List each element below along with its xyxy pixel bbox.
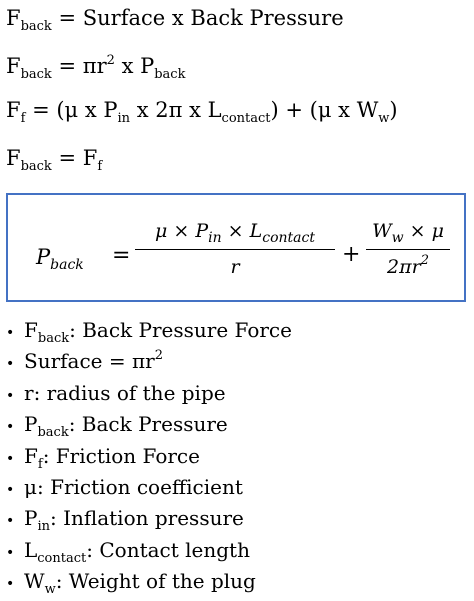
- fraction1-numerator: μ × Pin × Lcontact: [135, 218, 335, 246]
- eq3-p4: ): [389, 98, 398, 122]
- glossary-symbol: W: [24, 569, 45, 594]
- eq4-rhs-pre: = F: [58, 146, 98, 170]
- glossary-item: • Pback: Back Pressure: [6, 409, 292, 440]
- eq2-rhs-pre: = πr: [58, 54, 107, 78]
- eq3-s3: w: [378, 111, 390, 126]
- fraction2-denominator: 2πr2: [366, 254, 450, 280]
- eq2-lhs: F: [6, 54, 21, 78]
- equation-back-force-area: Fback = πr2 x Pback: [6, 53, 185, 81]
- glossary-symbol: L: [24, 537, 38, 562]
- eq3-lhs: F: [6, 98, 21, 122]
- eq1-lhs: F: [6, 6, 21, 30]
- f2-den-a: 2πr: [387, 256, 421, 278]
- glossary-description: : Weight of the plug: [55, 569, 256, 594]
- f2-num-sub: w: [391, 230, 404, 246]
- bullet-icon: •: [6, 481, 15, 498]
- f1-num-b: × L: [221, 220, 263, 242]
- glossary-symbol-sub: back: [37, 425, 69, 441]
- f2-num-a: W: [372, 220, 392, 242]
- f1-num-sub2: contact: [262, 230, 315, 246]
- glossary-symbol-sub: contact: [37, 550, 87, 566]
- fraction2-numerator: Ww × μ: [366, 218, 450, 246]
- equation-balance: Fback = Ff: [6, 146, 102, 173]
- f2-den-sup: 2: [420, 253, 429, 268]
- eq2-rhs-sup: 2: [106, 53, 115, 68]
- glossary-description: : Contact length: [86, 537, 250, 562]
- glossary-symbol: P: [24, 506, 38, 531]
- bullet-icon: •: [6, 544, 15, 561]
- glossary-description: : Inflation pressure: [50, 506, 244, 531]
- bullet-icon: •: [6, 325, 15, 341]
- boxed-formula: Pback = μ × Pin × Lcontact r + Ww × μ 2π…: [6, 193, 466, 302]
- glossary-symbol-sub: in: [37, 519, 50, 535]
- f1-num-sub1: in: [208, 230, 222, 246]
- eq4-lhs-sub: back: [20, 159, 52, 174]
- glossary-symbol-sub: back: [37, 331, 70, 346]
- glossary-symbol-sub: f: [37, 456, 43, 472]
- eq1-rhs: = Surface x Back Pressure: [58, 6, 344, 30]
- glossary-item: • r: radius of the pipe: [6, 378, 292, 409]
- glossary-symbol: Surface = πr: [24, 349, 155, 374]
- glossary-description: : Friction coefficient: [37, 474, 243, 499]
- eq4-lhs: F: [6, 146, 21, 170]
- eq3-lhs-sub: f: [20, 111, 26, 126]
- glossary-item: • Surface = πr2: [6, 346, 292, 377]
- glossary-symbol: μ: [24, 474, 37, 499]
- fraction-friction-term: μ × Pin × Lcontact r: [135, 218, 335, 280]
- glossary-symbol: r: [24, 380, 34, 405]
- bullet-icon: •: [6, 356, 15, 373]
- eq4-rhs-sub: f: [97, 159, 103, 174]
- glossary-symbol: F: [24, 318, 38, 342]
- glossary-symbol: F: [24, 443, 38, 468]
- fraction2-bar: [366, 249, 450, 250]
- bullet-icon: •: [6, 576, 15, 593]
- bullet-icon: •: [6, 450, 15, 467]
- glossary-item: • Ww: Weight of the plug: [6, 566, 292, 597]
- eq3-p3: ) + (μ x W: [270, 98, 379, 122]
- eq2-rhs-sub: back: [154, 67, 186, 82]
- boxed-plus-sign: +: [342, 242, 361, 267]
- f2-num-b: × μ: [403, 220, 444, 242]
- glossary-item: • Lcontact: Contact length: [6, 535, 292, 566]
- variable-glossary: •Fback: Back Pressure Force •Surface = π…: [6, 315, 292, 598]
- glossary-symbol-sub: w: [44, 582, 56, 598]
- eq3-s2: contact: [221, 111, 271, 126]
- glossary-symbol: P: [24, 412, 38, 437]
- glossary-description: : Back Pressure: [68, 412, 228, 437]
- boxed-lhs: Pback: [36, 245, 84, 272]
- eq1-lhs-sub: back: [20, 19, 52, 34]
- equation-back-force-surface: Fback = Surface x Back Pressure: [6, 6, 344, 33]
- f1-num-a: μ × P: [155, 220, 209, 242]
- bullet-icon: •: [6, 387, 15, 404]
- glossary-description: : Back Pressure Force: [69, 318, 292, 342]
- glossary-description: : radius of the pipe: [33, 380, 226, 405]
- fraction1-denominator: r: [230, 256, 240, 278]
- bullet-icon: •: [6, 419, 15, 436]
- eq3-p2: x 2π x L: [130, 98, 222, 122]
- glossary-item: • Ff: Friction Force: [6, 441, 292, 472]
- eq2-rhs-mid: x P: [114, 54, 155, 78]
- fraction1-bar: [135, 249, 335, 250]
- glossary-item: • Pin: Inflation pressure: [6, 503, 292, 534]
- glossary-description: : Friction Force: [42, 443, 200, 468]
- glossary-item: • Fback: Back Pressure Force: [6, 315, 292, 346]
- boxed-equals-sign: =: [112, 243, 131, 268]
- bullet-icon: •: [6, 513, 15, 530]
- eq2-lhs-sub: back: [20, 67, 52, 82]
- boxed-lhs-sub: back: [50, 257, 84, 273]
- eq3-s1: in: [117, 111, 131, 126]
- boxed-lhs-base: P: [36, 245, 51, 269]
- glossary-item: • μ: Friction coefficient: [6, 472, 292, 503]
- eq3-p1: = (μ x P: [32, 98, 118, 122]
- fraction-weight-term: Ww × μ 2πr2: [366, 218, 450, 280]
- equation-friction-force: Ff = (μ x Pin x 2π x Lcontact) + (μ x Ww…: [6, 98, 398, 125]
- glossary-symbol-sup: 2: [154, 348, 163, 364]
